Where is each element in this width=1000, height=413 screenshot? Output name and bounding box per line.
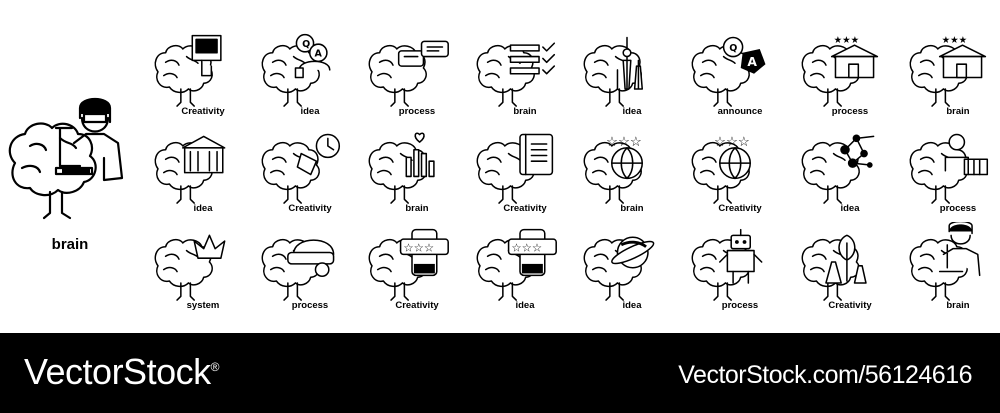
brain-icon-tile: ☆☆☆ Creativity bbox=[685, 125, 795, 223]
brain-icon-tile: ☆☆☆ brain bbox=[577, 125, 687, 223]
brain-icon-tile: process bbox=[903, 125, 1000, 223]
brain-icon-tile: idea bbox=[577, 28, 687, 126]
tile-label: announce bbox=[717, 106, 763, 117]
tile-label: idea bbox=[622, 300, 642, 311]
brand-name: VectorStock bbox=[24, 351, 211, 392]
svg-text:☆☆☆: ☆☆☆ bbox=[511, 241, 542, 255]
svg-text:A: A bbox=[747, 55, 757, 69]
brain-icon-tile: Creativity bbox=[148, 28, 258, 126]
brain-icon-tile: idea bbox=[795, 125, 905, 223]
svg-text:☆☆☆: ☆☆☆ bbox=[714, 135, 750, 150]
tile-label: system bbox=[186, 300, 220, 311]
svg-text:★★★: ★★★ bbox=[942, 35, 968, 46]
qa-bubbles-icon: QA bbox=[691, 36, 766, 107]
tile-label: process bbox=[721, 300, 759, 311]
watermark-footer: VectorStock® VectorStock.com/56124616 bbox=[0, 333, 1000, 413]
hero-label: brain bbox=[51, 236, 89, 253]
checklist-icon bbox=[476, 42, 556, 107]
svg-text:Q: Q bbox=[302, 39, 310, 50]
tile-label: Creativity bbox=[181, 106, 225, 117]
registered-mark: ® bbox=[210, 360, 220, 374]
rated-building-icon: ★★★ bbox=[801, 35, 879, 107]
tile-label: idea bbox=[300, 106, 320, 117]
stock-id: VectorStock.com/56124616 bbox=[678, 361, 972, 389]
brain-icon-tile: process bbox=[362, 28, 472, 126]
star-globe-icon: ☆☆☆ bbox=[691, 135, 752, 204]
tile-label: brain bbox=[513, 106, 537, 117]
phone-rating-icon: ☆☆☆ bbox=[476, 228, 557, 301]
svg-text:★★★: ★★★ bbox=[834, 35, 860, 46]
molecule-icon bbox=[801, 134, 875, 204]
brain-icon-tile: Creativity bbox=[255, 125, 365, 223]
tile-label: Creativity bbox=[828, 300, 872, 311]
brain-icon-tile: ☆☆☆ Creativity bbox=[362, 222, 472, 320]
qa-headset-icon: QA bbox=[261, 33, 331, 107]
brain-icon-tile: idea bbox=[577, 222, 687, 320]
brain-icon-tile: idea bbox=[148, 125, 258, 223]
brain-icon-tile: process bbox=[685, 222, 795, 320]
svg-text:Q: Q bbox=[729, 43, 737, 54]
tile-label: process bbox=[291, 300, 329, 311]
towers-icon bbox=[583, 36, 644, 107]
brain-icon-tile: ☆☆☆ idea bbox=[470, 222, 580, 320]
phone-rating-icon: ☆☆☆ bbox=[368, 228, 449, 301]
brain-icon-tile: ★★★ process bbox=[795, 28, 905, 126]
vr-headset-icon bbox=[261, 238, 335, 301]
tile-label: brain bbox=[946, 300, 970, 311]
tile-label: brain bbox=[946, 106, 970, 117]
rated-house-icon: ★★★ bbox=[909, 35, 987, 107]
brain-icon-tile: system bbox=[148, 222, 258, 320]
tile-label: Creativity bbox=[395, 300, 439, 311]
tile-label: process bbox=[831, 106, 869, 117]
tile-label: idea bbox=[622, 106, 642, 117]
crown-icon bbox=[154, 234, 226, 301]
svg-text:☆☆☆: ☆☆☆ bbox=[403, 241, 434, 255]
lab-plant-icon bbox=[801, 234, 867, 301]
robot-icon bbox=[691, 228, 763, 301]
scientist-icon bbox=[909, 133, 989, 204]
brain-icon-tile: brain bbox=[903, 222, 1000, 320]
clock-icon bbox=[261, 133, 341, 204]
museum-icon bbox=[154, 135, 226, 204]
brain-icon-tile: Creativity bbox=[470, 125, 580, 223]
brain-icon-tile: Creativity bbox=[795, 222, 905, 320]
tile-label: idea bbox=[840, 203, 860, 214]
tile-label: brain bbox=[405, 203, 429, 214]
tile-label: idea bbox=[515, 300, 535, 311]
svg-text:A: A bbox=[315, 49, 323, 60]
planet-icon bbox=[583, 236, 655, 301]
growth-chart-icon bbox=[368, 132, 435, 204]
microscope-scientist-icon bbox=[909, 222, 981, 301]
brain-icon-tile: brain bbox=[470, 28, 580, 126]
chat-bubbles-icon bbox=[368, 40, 449, 107]
brain-icon-tile: ★★★ brain bbox=[903, 28, 1000, 126]
brand-logo: VectorStock® bbox=[24, 351, 219, 393]
notebook-icon bbox=[476, 133, 554, 204]
tile-label: brain bbox=[620, 203, 644, 214]
tile-label: Creativity bbox=[503, 203, 547, 214]
brain-icon-tile: process bbox=[255, 222, 365, 320]
svg-text:☆☆☆: ☆☆☆ bbox=[606, 135, 642, 150]
tile-label: process bbox=[398, 106, 436, 117]
tile-label: Creativity bbox=[718, 203, 762, 214]
touchscreen-icon bbox=[154, 34, 222, 107]
brain-icon-tile: brain bbox=[362, 125, 472, 223]
tile-label: idea bbox=[193, 203, 213, 214]
tile-label: process bbox=[939, 203, 977, 214]
brain-scientist-icon bbox=[8, 97, 124, 220]
star-globe-icon: ☆☆☆ bbox=[583, 135, 644, 204]
tile-label: Creativity bbox=[288, 203, 332, 214]
